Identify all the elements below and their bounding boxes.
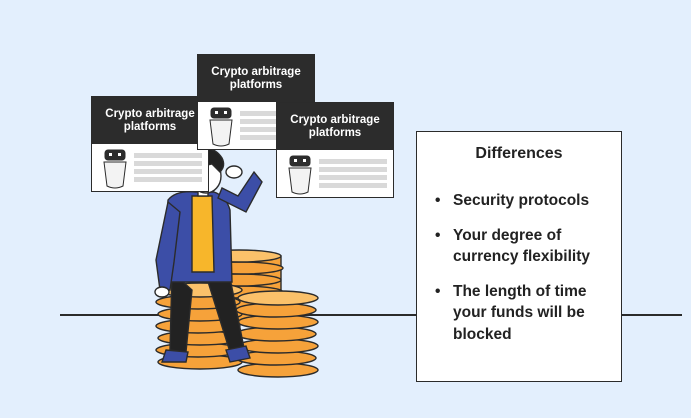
platform-card-body	[277, 150, 393, 197]
differences-panel: Differences Security protocols Your degr…	[416, 131, 622, 382]
platform-card-body	[198, 102, 314, 149]
text-placeholder-lines	[134, 153, 202, 185]
robot-icon	[103, 149, 127, 189]
list-item: Security protocols	[435, 190, 615, 212]
coin-stack-right	[235, 290, 319, 378]
differences-title: Differences	[475, 145, 563, 162]
robot-icon	[209, 107, 233, 147]
platform-card-1: Crypto arbitrage platforms	[91, 96, 209, 192]
floor-line	[60, 314, 682, 316]
text-placeholder-lines	[240, 111, 308, 143]
platform-card-body	[92, 144, 208, 191]
robot-icon	[288, 155, 312, 195]
platform-card-title: Crypto arbitrage platforms	[277, 103, 393, 150]
platform-card-title: Crypto arbitrage platforms	[198, 55, 314, 102]
differences-list: Security protocols Your degree of curren…	[435, 190, 615, 358]
platform-card-3: Crypto arbitrage platforms	[276, 102, 394, 198]
platform-card-title: Crypto arbitrage platforms	[92, 97, 208, 144]
text-placeholder-lines	[319, 159, 387, 191]
list-item: The length of time your funds will be bl…	[435, 281, 615, 346]
list-item: Your degree of currency flexibility	[435, 225, 615, 268]
